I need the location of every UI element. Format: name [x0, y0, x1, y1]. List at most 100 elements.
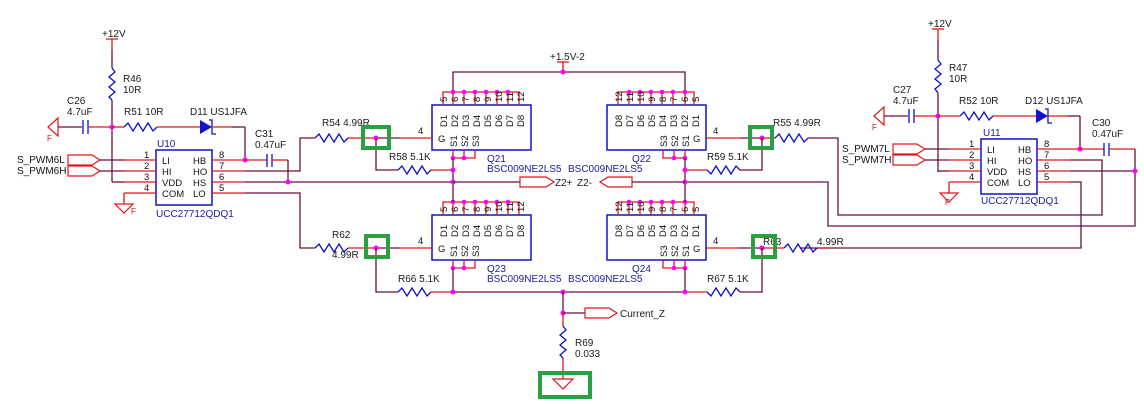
svg-text:COM: COM	[987, 178, 1009, 189]
rail-12v-right: +12V	[928, 19, 952, 30]
r67-label: R67 5.1K	[707, 274, 749, 285]
mosfet-q23: 4 G Q23 BSC009NE2LS5	[400, 199, 562, 285]
resistor-r47	[933, 59, 943, 94]
highlight-q24-gate	[751, 234, 777, 259]
resistor-r62	[314, 242, 349, 254]
svg-text:4: 4	[713, 126, 718, 137]
r66-label: R66 5.1K	[398, 274, 440, 285]
c27-val: 4.7uF	[893, 96, 919, 107]
svg-text:5: 5	[219, 183, 224, 194]
highlight-q22-gate	[748, 125, 774, 150]
svg-text:3: 3	[144, 172, 149, 183]
drain-pin-label: D5	[647, 225, 658, 237]
r69-val: 0.033	[575, 349, 600, 360]
drain-pin-number: 5	[439, 97, 450, 102]
source-pin-label: S2	[670, 245, 681, 257]
c31-val: 0.47uF	[255, 140, 286, 151]
svg-text:4: 4	[144, 183, 149, 194]
drain-pin-number: 8	[472, 207, 483, 212]
highlight-markers	[361, 125, 777, 399]
resistor-r59	[706, 164, 741, 176]
svg-text:HS: HS	[1018, 167, 1031, 178]
drain-pin-label: D4	[472, 225, 483, 237]
svg-text:G: G	[693, 134, 700, 145]
drain-pin-number: 11	[505, 92, 516, 102]
port-s-pwm7h	[892, 154, 927, 166]
u10-left-pins: 1 2 3 4 LI HI VDD COM	[124, 150, 184, 200]
drain-pin-label: D3	[669, 225, 680, 237]
drain-pin-number: 9	[647, 207, 658, 212]
resistor-r51	[123, 121, 158, 133]
svg-text:4: 4	[418, 126, 423, 137]
highlight-q23-gate	[364, 234, 390, 259]
r59-label: R59 5.1K	[707, 152, 749, 163]
ground-flag: F	[47, 134, 52, 143]
resistor-r69	[558, 325, 568, 359]
svg-text:VDD: VDD	[987, 167, 1007, 178]
drain-pin-number: 12	[516, 201, 527, 212]
svg-text:HI: HI	[987, 156, 997, 167]
r51-label: R51 10R	[124, 107, 164, 118]
u11-left-pins: 1 2 3 4 LI HI VDD COM	[949, 139, 1009, 189]
source-pin-label: S3	[659, 135, 670, 147]
resistor-r66	[397, 286, 432, 298]
drain-pin-label: D7	[505, 225, 516, 237]
d11-label: D11 US1JFA	[190, 107, 247, 118]
drain-pin-label: D8	[614, 115, 625, 127]
r69-ref: R69	[575, 338, 594, 349]
svg-text:2: 2	[969, 150, 974, 161]
resistor-r63	[783, 242, 818, 254]
drain-pin-number: 12	[614, 91, 625, 102]
drain-pin-number: 9	[483, 97, 494, 102]
svg-text:6: 6	[219, 172, 224, 183]
svg-text:8: 8	[219, 150, 224, 161]
u10-right-pins: 8 7 6 5 HB HO HS LO	[193, 150, 245, 200]
port-z2-minus	[598, 176, 633, 188]
r55-label: R55 4.99R	[773, 118, 821, 129]
net-s-pwm6l: S_PWM6L	[17, 155, 65, 166]
svg-text:4: 4	[713, 236, 718, 247]
drain-pin-number: 9	[483, 207, 494, 212]
u10-ref: U10	[157, 139, 176, 150]
svg-text:BSC009NE2LS5: BSC009NE2LS5	[487, 164, 562, 175]
drain-pin-number: 10	[494, 201, 505, 212]
drain-pin-label: D6	[494, 115, 505, 127]
r62-ref: R62	[332, 230, 351, 241]
svg-text:BSC009NE2LS5: BSC009NE2LS5	[568, 274, 643, 285]
gate-resistors: R54 4.99R R58 5.1K R55 4.99R R59 5.1K R6…	[314, 118, 844, 298]
drain-pin-label: D7	[625, 115, 636, 127]
drain-pin-number: 5	[691, 97, 702, 102]
right-driver-section: +12V R47 10R F C27 4.7uF R52 10R D12 US1…	[685, 19, 1138, 249]
drain-pin-label: D1	[439, 115, 450, 127]
svg-text:LO: LO	[1018, 178, 1031, 189]
port-s-pwm7l	[892, 143, 927, 155]
resistor-r54	[314, 132, 349, 144]
net-z2-plus: Z2+	[555, 178, 573, 189]
drain-pin-number: 5	[439, 207, 450, 212]
source-pin-label: S3	[471, 245, 482, 257]
svg-text:F: F	[945, 198, 950, 207]
drain-pin-label: D3	[461, 115, 472, 127]
u11-part: UCC27712QDQ1	[981, 196, 1059, 207]
r54-label: R54 4.99R	[322, 118, 370, 129]
port-current-z	[584, 307, 619, 319]
svg-text:LI: LI	[987, 145, 995, 156]
diode-d12	[1036, 109, 1048, 123]
drain-pin-number: 11	[625, 92, 636, 102]
r47-ref: R47	[949, 63, 968, 74]
drain-pin-label: D5	[647, 115, 658, 127]
svg-text:LI: LI	[162, 156, 170, 167]
svg-text:G: G	[438, 244, 445, 255]
drain-pin-number: 10	[494, 91, 505, 102]
drain-pin-number: 5	[691, 207, 702, 212]
port-s-pwm6l	[67, 154, 102, 166]
svg-text:G: G	[693, 244, 700, 255]
drain-pin-label: D5	[483, 115, 494, 127]
svg-text:4: 4	[969, 172, 974, 183]
drain-pin-label: D5	[483, 225, 494, 237]
source-pin-label: S3	[471, 135, 482, 147]
driver-u11	[980, 138, 1038, 195]
rail-1v5: +1.5V-2	[550, 52, 585, 63]
